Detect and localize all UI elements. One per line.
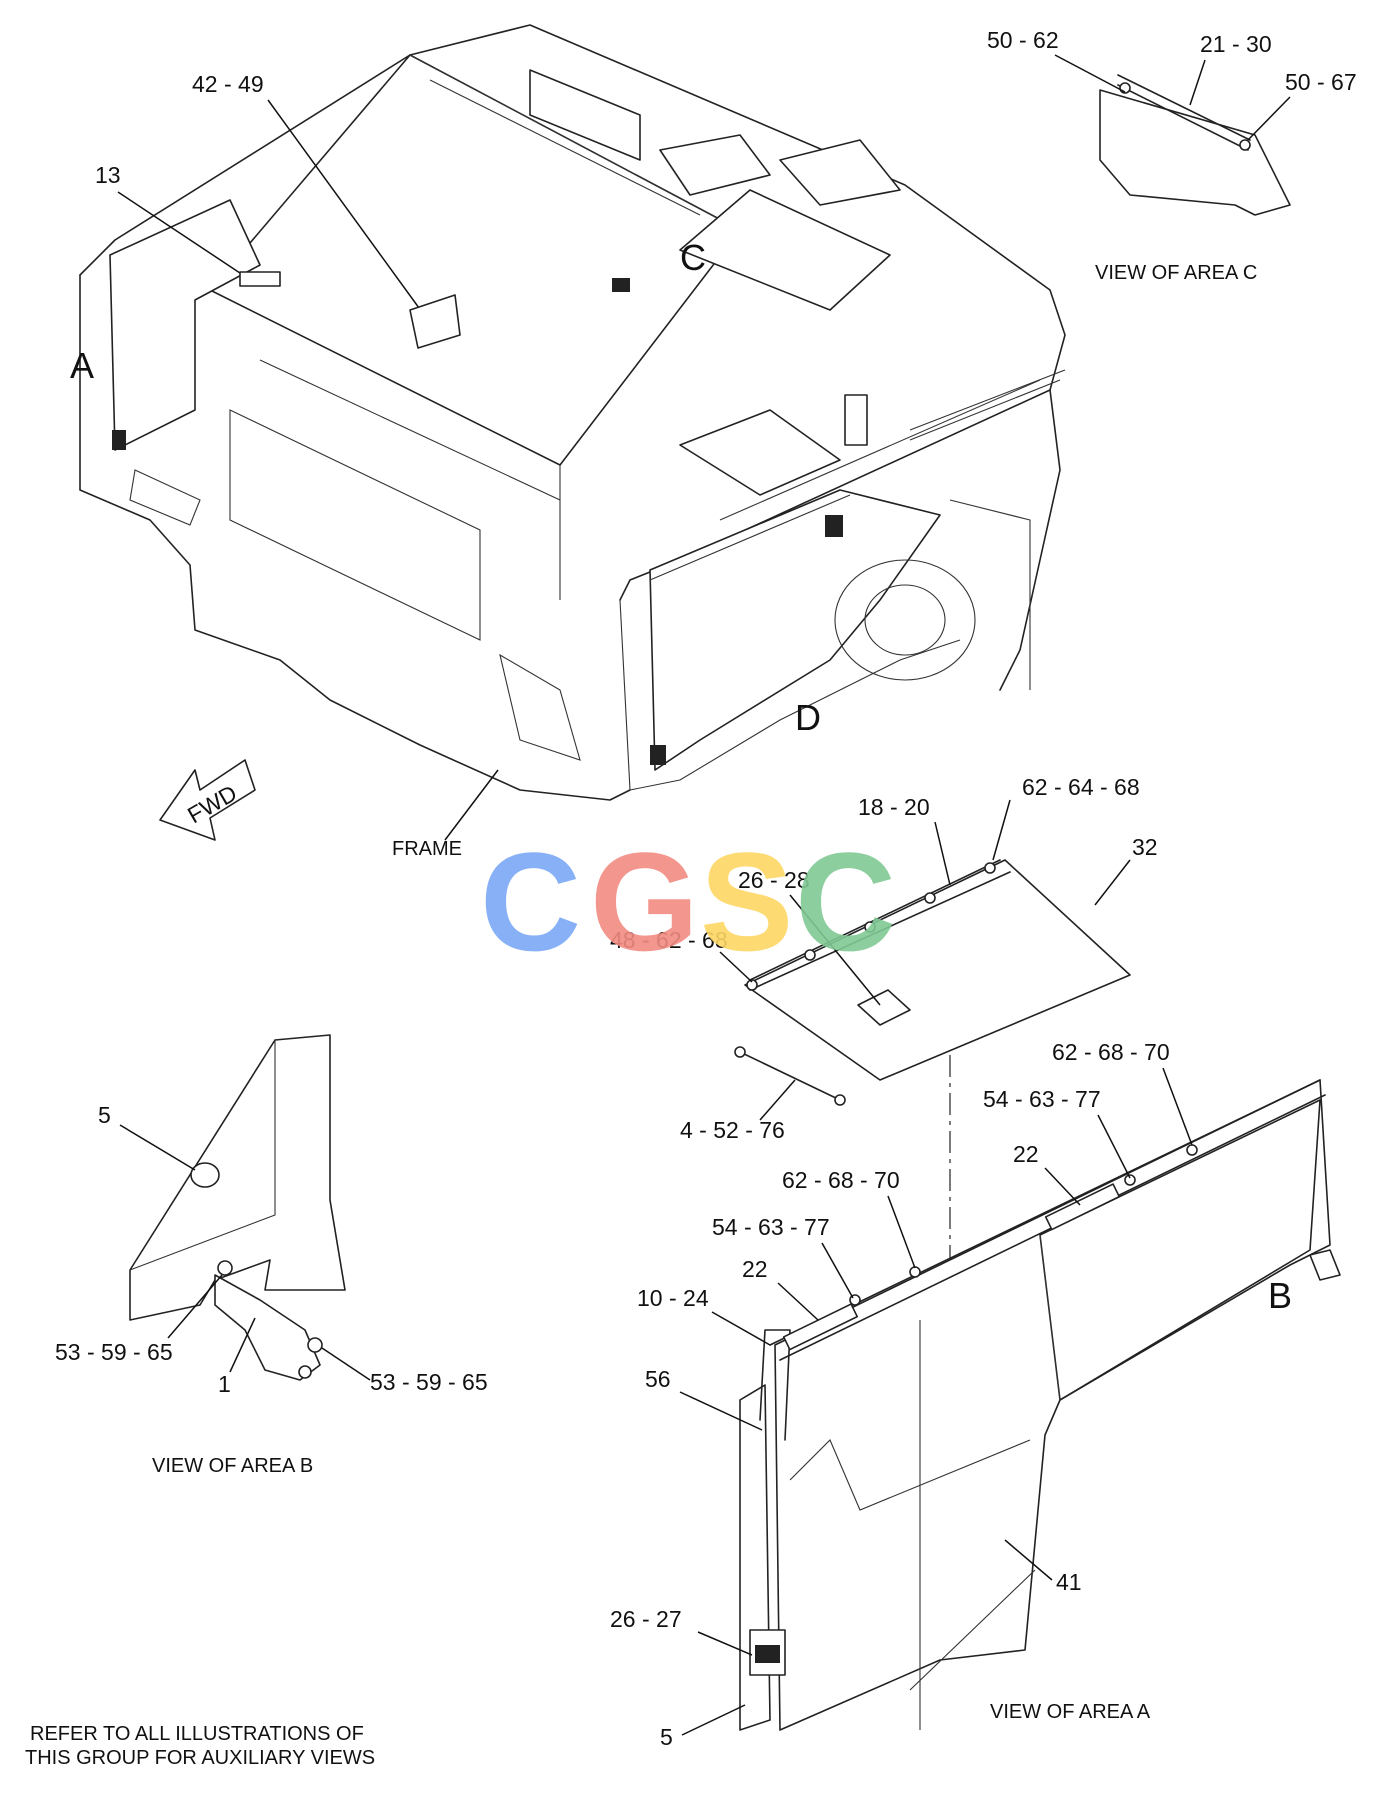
leader-32 <box>1094 859 1131 906</box>
leader-53-59-65-right <box>321 1347 371 1381</box>
callout-42-49: 42 - 49 <box>192 71 264 97</box>
frame-leader <box>444 769 499 841</box>
leader-26-28 <box>789 894 881 1006</box>
leader-1 <box>229 1317 256 1373</box>
callout-26-28: 26 - 28 <box>738 867 810 893</box>
watermark-letter-s: S <box>700 823 793 980</box>
grab-handle-part <box>409 294 461 349</box>
latch-part <box>239 271 281 287</box>
callout-54-63-77-upper: 54 - 63 - 77 <box>983 1086 1101 1112</box>
leader-42-49 <box>267 99 436 331</box>
leader-26-27 <box>697 1631 753 1656</box>
callout-1: 1 <box>218 1371 231 1397</box>
leader-4-52-76 <box>759 1079 796 1121</box>
caption-view-area-b: VIEW OF AREA B <box>152 1455 313 1477</box>
leader-50-62 <box>1054 54 1126 93</box>
refer-note-line1: REFER TO ALL ILLUSTRATIONS OF <box>30 1723 364 1745</box>
leader-13 <box>117 191 259 286</box>
callout-4-52-76: 4 - 52 - 76 <box>680 1117 785 1143</box>
callout-22-lower: 22 <box>742 1256 768 1282</box>
watermark-logo: C G S C <box>480 823 896 980</box>
leader-5-lower <box>681 1704 746 1736</box>
callout-48-62-68: 48 - 62 - 68 <box>610 927 728 953</box>
leader-62-68-70-lower <box>887 1195 916 1269</box>
leader-54-63-77-upper <box>1097 1114 1131 1179</box>
area-letter-c: C <box>680 237 706 278</box>
leader-21-30 <box>1189 59 1206 106</box>
callout-56: 56 <box>645 1366 671 1392</box>
callout-41: 41 <box>1056 1569 1082 1595</box>
callout-62-68-70-upper: 62 - 68 - 70 <box>1052 1039 1170 1065</box>
callout-32: 32 <box>1132 834 1158 860</box>
callout-54-63-77-lower: 54 - 63 - 77 <box>712 1214 830 1240</box>
frame-label: FRAME <box>392 838 462 860</box>
callout-62-68-70-lower: 62 - 68 - 70 <box>782 1167 900 1193</box>
callout-50-67: 50 - 67 <box>1285 69 1357 95</box>
callout-26-27: 26 - 27 <box>610 1606 682 1632</box>
callout-5-upper: 5 <box>98 1102 111 1128</box>
leader-22-upper <box>1044 1167 1081 1206</box>
view-area-b <box>129 1034 346 1381</box>
watermark-letter-c2: C <box>795 823 896 980</box>
caption-view-area-a: VIEW OF AREA A <box>990 1701 1151 1723</box>
callout-50-62: 50 - 62 <box>987 27 1059 53</box>
leader-48-62-68 <box>719 951 753 983</box>
view-area-a <box>739 1079 1341 1731</box>
watermark-letter-g: G <box>590 823 699 980</box>
callout-62-64-68: 62 - 64 - 68 <box>1022 774 1140 800</box>
caption-view-area-c: VIEW OF AREA C <box>1095 262 1257 284</box>
leader-5-upper <box>119 1124 196 1171</box>
refer-note-line2: THIS GROUP FOR AUXILIARY VIEWS <box>25 1747 375 1769</box>
leader-54-63-77-lower <box>821 1242 854 1299</box>
machine-body <box>79 24 1066 841</box>
leader-53-59-65-left <box>167 1274 223 1339</box>
area-letter-d: D <box>795 697 821 738</box>
leader-62-68-70-upper <box>1162 1067 1193 1146</box>
leader-18-20 <box>934 821 951 886</box>
leader-22-lower <box>777 1282 819 1321</box>
leader-56 <box>679 1391 763 1431</box>
area-letter-a: A <box>70 345 94 386</box>
leader-50-67 <box>1247 96 1291 141</box>
view-area-c <box>1099 74 1291 216</box>
callout-18-20: 18 - 20 <box>858 794 930 820</box>
callout-13: 13 <box>95 162 121 188</box>
leader-10-24 <box>711 1311 771 1346</box>
leader-62-64-68 <box>992 799 1011 861</box>
watermark-letter-c1: C <box>480 823 581 980</box>
callout-22-upper: 22 <box>1013 1141 1039 1167</box>
area-letter-b: B <box>1268 1275 1292 1316</box>
callout-10-24: 10 - 24 <box>637 1285 709 1311</box>
callout-21-30: 21 - 30 <box>1200 31 1272 57</box>
door-panel-assembly <box>734 859 1131 1106</box>
leader-41 <box>1004 1539 1053 1581</box>
callout-53-59-65-right: 53 - 59 - 65 <box>370 1369 488 1395</box>
callout-53-59-65-left: 53 - 59 - 65 <box>55 1339 173 1365</box>
callout-5-lower: 5 <box>660 1724 673 1750</box>
